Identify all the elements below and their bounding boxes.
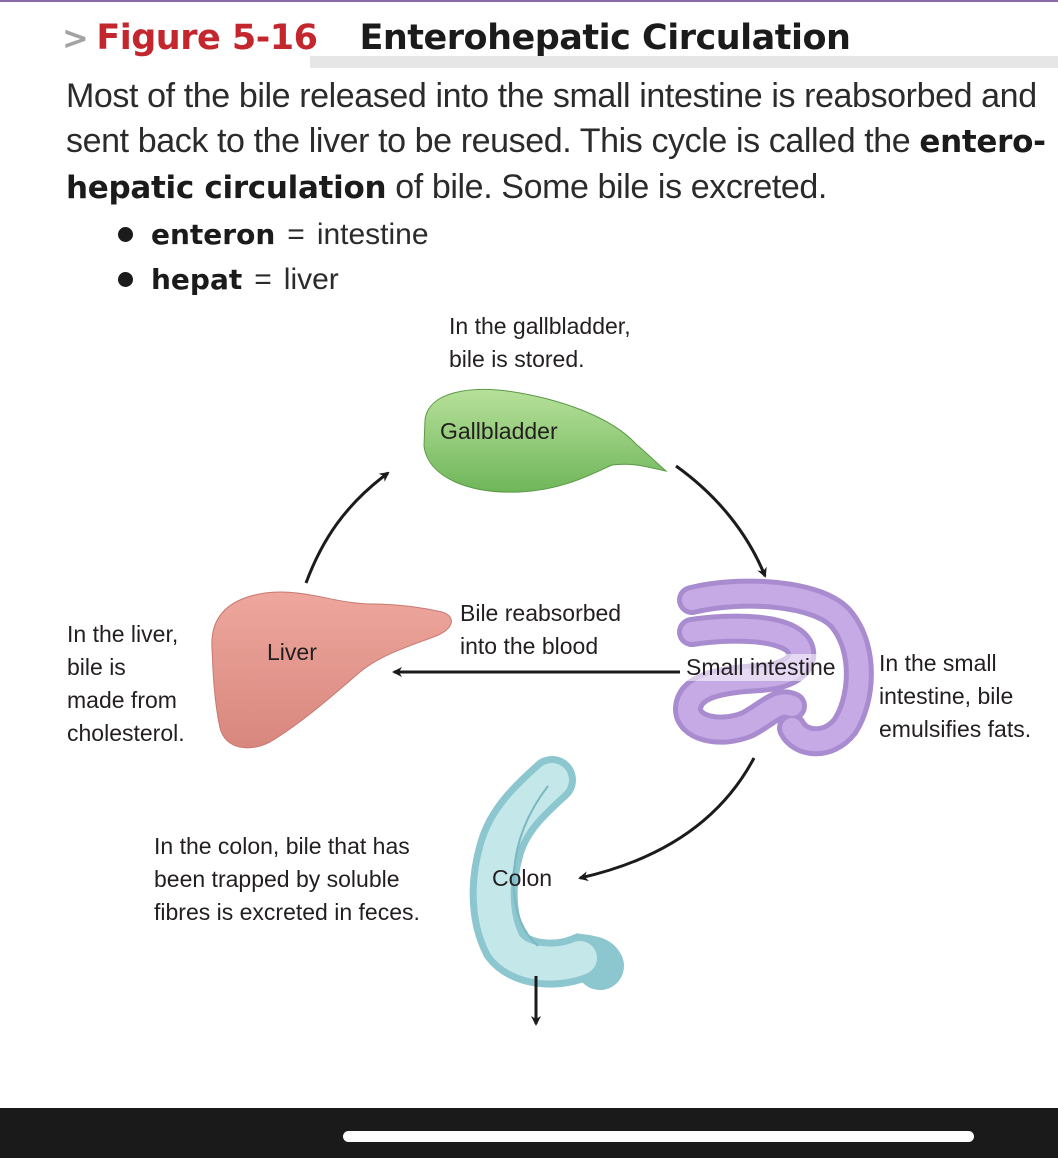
definition-term: enteron	[151, 218, 276, 251]
circulation-diagram	[211, 388, 874, 1026]
gallbladder-label: Gallbladder	[440, 418, 558, 444]
arrow-liver-to-gallbladder	[304, 471, 390, 584]
caption-line: emulsifies fats.	[879, 716, 1032, 742]
arrow-intestine-to-colon	[578, 757, 756, 882]
caption-line: intestine, bile	[879, 683, 1014, 709]
bullet-icon	[118, 272, 133, 287]
colon-label: Colon	[492, 865, 553, 891]
caption-line: In the colon, bile that has	[154, 833, 410, 859]
intro-text-1: Most of the bile released into the small…	[66, 77, 1037, 160]
chevron-right-icon: >	[62, 19, 89, 57]
intro-bold-term: entero-hepatic circulation	[66, 124, 1046, 206]
caption-line: bile is stored.	[449, 346, 585, 372]
definition-term: hepat	[151, 263, 243, 296]
definition-item: hepat = liver	[118, 257, 429, 302]
reabsorbed-caption: Bile reabsorbed into the blood	[460, 597, 621, 663]
colon-shape	[469, 756, 624, 990]
gallbladder-caption: In the gallbladder, bile is stored.	[449, 310, 631, 376]
definition-item: enteron = intestine	[118, 212, 429, 257]
figure-title: Enterohepatic Circulation	[359, 18, 851, 58]
caption-line: made from	[67, 687, 177, 713]
bullet-icon	[118, 227, 133, 242]
definition-meaning: intestine	[316, 218, 429, 251]
caption-line: In the liver,	[67, 621, 179, 647]
caption-line: fibres is excreted in feces.	[154, 899, 420, 925]
liver-caption: In the liver, bile is made from choleste…	[67, 618, 185, 750]
liver-label: Liver	[267, 639, 317, 665]
caption-line: In the small	[879, 650, 997, 676]
definition-list: enteron = intestine hepat = liver	[118, 212, 429, 302]
liver-shape	[211, 591, 452, 749]
gallbladder-shape	[423, 388, 668, 493]
figure-number: Figure 5-16	[96, 18, 318, 58]
caption-line: into the blood	[460, 633, 599, 659]
caption-line: Bile reabsorbed	[460, 600, 622, 626]
equals-sign: =	[287, 218, 305, 251]
figure-heading: >Figure 5-16 Enterohepatic Circulation	[62, 18, 851, 68]
intro-paragraph: Most of the bile released into the small…	[66, 74, 1046, 211]
caption-line: cholesterol.	[67, 720, 185, 746]
colon-caption: In the colon, bile that has been trapped…	[154, 830, 420, 929]
caption-line: In the gallbladder,	[449, 313, 631, 339]
caption-line: been trapped by soluble	[154, 866, 400, 892]
definition-meaning: liver	[283, 263, 339, 296]
small-intestine-shape	[673, 578, 874, 757]
caption-line: bile is	[67, 654, 126, 680]
intro-text-2: of bile. Some bile is excreted.	[386, 168, 827, 206]
title-underline-bar	[310, 56, 1058, 68]
equals-sign: =	[254, 263, 272, 296]
arrow-gallbladder-to-intestine	[675, 464, 767, 578]
small-intestine-caption: In the small intestine, bile emulsifies …	[879, 647, 1031, 746]
home-indicator[interactable]	[343, 1131, 974, 1142]
top-border	[0, 0, 1058, 2]
small-intestine-label: Small intestine	[686, 654, 836, 681]
